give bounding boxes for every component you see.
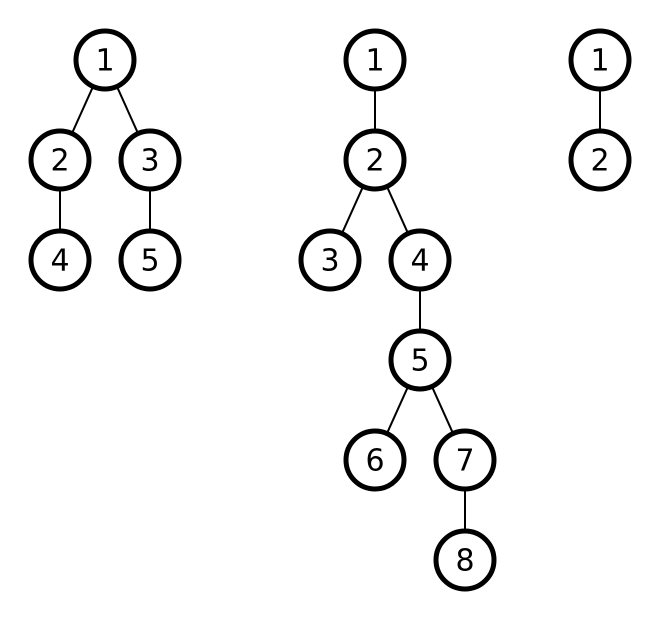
tree-b-edge-b5-b7 — [430, 386, 455, 434]
node-label: 5 — [140, 244, 159, 279]
node-circle — [343, 128, 407, 192]
tree-a-node-a4: 4 — [28, 228, 92, 292]
node-circle — [568, 28, 632, 92]
tree-b-node-b1: 1 — [343, 28, 407, 92]
tree-b-node-b3: 3 — [298, 228, 362, 292]
node-label: 7 — [455, 444, 474, 479]
tree-a-node-a1: 1 — [73, 28, 137, 92]
node-circle — [388, 228, 452, 292]
node-label: 3 — [320, 244, 339, 279]
node-circle — [433, 528, 497, 592]
tree-b-node-b7: 7 — [433, 428, 497, 492]
node-label: 2 — [365, 144, 384, 179]
tree-a-edge-a1-a2 — [70, 86, 95, 134]
tree-c-node-c1: 1 — [568, 28, 632, 92]
tree-a-edge-a1-a3 — [115, 86, 140, 134]
tree-b-node-b5: 5 — [388, 328, 452, 392]
nodes-layer: 1 2 3 4 5 1 2 3 4 5 6 7 8 1 2 — [28, 28, 632, 592]
node-label: 1 — [590, 44, 609, 79]
node-label: 8 — [455, 544, 474, 579]
tree-b-node-b8: 8 — [433, 528, 497, 592]
node-circle — [28, 228, 92, 292]
tree-a-node-a3: 3 — [118, 128, 182, 192]
node-label: 2 — [50, 144, 69, 179]
node-label: 4 — [410, 244, 429, 279]
node-circle — [343, 28, 407, 92]
node-circle — [118, 128, 182, 192]
tree-b-edge-b2-b3 — [340, 186, 365, 234]
node-circle — [343, 428, 407, 492]
node-label: 2 — [590, 144, 609, 179]
node-label: 4 — [50, 244, 69, 279]
tree-b-edge-b5-b6 — [385, 386, 410, 434]
node-circle — [73, 28, 137, 92]
tree-a-node-a2: 2 — [28, 128, 92, 192]
tree-b-node-b6: 6 — [343, 428, 407, 492]
node-circle — [568, 128, 632, 192]
tree-c-node-c2: 2 — [568, 128, 632, 192]
node-circle — [298, 228, 362, 292]
tree-b-node-b4: 4 — [388, 228, 452, 292]
node-label: 1 — [95, 44, 114, 79]
node-circle — [388, 328, 452, 392]
tree-b-node-b2: 2 — [343, 128, 407, 192]
node-circle — [433, 428, 497, 492]
node-circle — [28, 128, 92, 192]
tree-a-node-a5: 5 — [118, 228, 182, 292]
node-label: 5 — [410, 344, 429, 379]
node-label: 3 — [140, 144, 159, 179]
tree-b-edge-b2-b4 — [385, 186, 410, 234]
node-label: 1 — [365, 44, 384, 79]
edges-layer — [59, 86, 601, 531]
node-circle — [118, 228, 182, 292]
node-label: 6 — [365, 444, 384, 479]
